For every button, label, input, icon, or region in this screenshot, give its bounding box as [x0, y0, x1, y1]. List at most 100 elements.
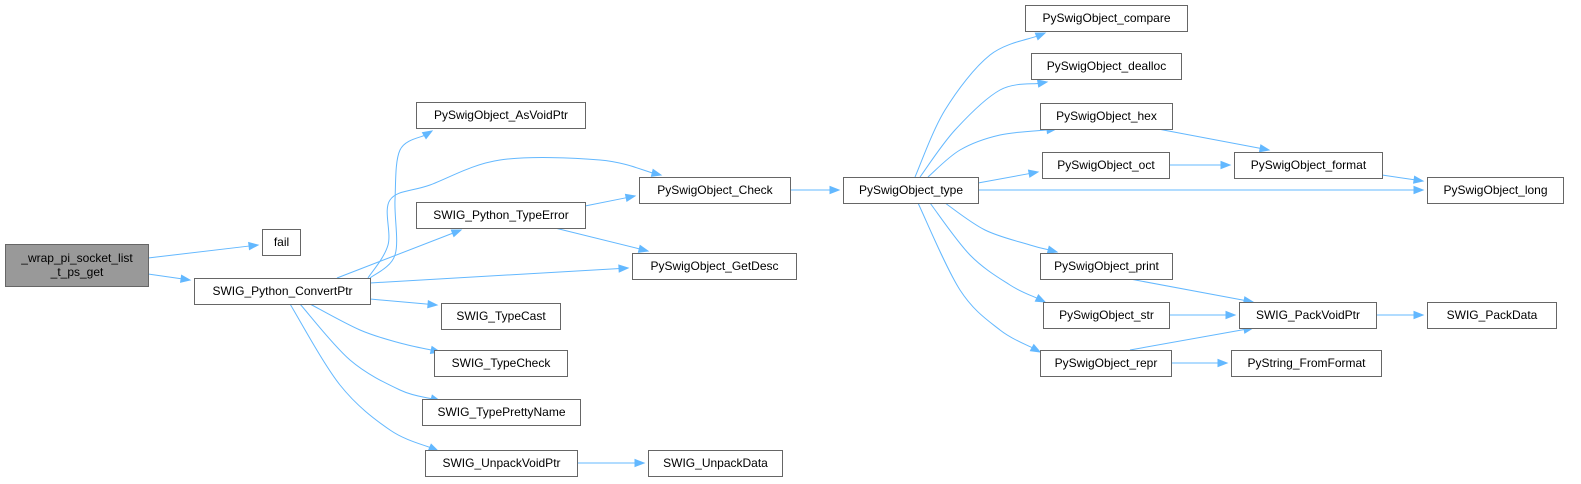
node-box — [1427, 302, 1557, 329]
edge-convertptr-to-typeerror — [336, 229, 463, 279]
edge-line — [554, 227, 641, 250]
node-label: SWIG_UnpackData — [663, 456, 768, 470]
node-typeerror[interactable]: SWIG_Python_TypeError — [416, 202, 586, 229]
node-box — [5, 244, 149, 287]
edge-convertptr-to-asvoidptr — [369, 130, 434, 279]
node-unpackvoidptr[interactable]: SWIG_UnpackVoidPtr — [425, 450, 578, 477]
node-typecheck[interactable]: SWIG_TypeCheck — [434, 350, 568, 377]
node-str[interactable]: PySwigObject_str — [1043, 302, 1170, 329]
edge-arrowhead — [1036, 79, 1049, 88]
node-check[interactable]: PySwigObject_Check — [639, 177, 791, 204]
edge-hex-to-format — [1157, 128, 1271, 153]
node-box — [1239, 302, 1377, 329]
edges-layer — [147, 32, 1425, 468]
node-box — [1040, 253, 1173, 280]
node-dealloc[interactable]: PySwigObject_dealloc — [1031, 53, 1182, 80]
edge-line — [299, 303, 433, 400]
node-repr[interactable]: PySwigObject_repr — [1040, 350, 1172, 377]
edge-convertptr-to-unpackvoidptr — [289, 303, 440, 452]
node-label: SWIG_TypeCast — [456, 309, 546, 323]
node-label: PySwigObject_compare — [1042, 11, 1170, 25]
node-label: _wrap_pi_socket_list — [20, 251, 133, 265]
edge-line — [584, 197, 628, 207]
edge-arrowhead — [1029, 343, 1042, 353]
edge-arrowhead — [1413, 185, 1425, 195]
node-unpackdata[interactable]: SWIG_UnpackData — [648, 450, 783, 477]
node-label: PySwigObject_AsVoidPtr — [434, 108, 568, 122]
node-box — [648, 450, 783, 477]
node-type[interactable]: PySwigObject_type — [843, 177, 979, 204]
edge-arrowhead — [624, 193, 637, 203]
edge-oct-to-format — [1169, 160, 1232, 170]
node-typeprettyname[interactable]: SWIG_TypePrettyName — [422, 399, 581, 426]
node-root: _wrap_pi_socket_list_t_ps_get — [5, 244, 149, 287]
edge-line — [914, 35, 1038, 178]
node-label: SWIG_Python_ConvertPtr — [212, 284, 352, 298]
node-box — [416, 102, 586, 129]
edge-arrowhead — [421, 130, 434, 140]
node-hex[interactable]: PySwigObject_hex — [1040, 103, 1173, 130]
node-box — [1025, 5, 1188, 32]
node-compare[interactable]: PySwigObject_compare — [1025, 5, 1188, 32]
edge-line — [917, 202, 1034, 349]
node-long[interactable]: PySwigObject_long — [1427, 177, 1564, 204]
edge-line — [369, 134, 426, 279]
edge-str-to-packvoidptr — [1169, 310, 1237, 320]
node-print[interactable]: PySwigObject_print — [1040, 253, 1173, 280]
edge-line — [919, 82, 1040, 178]
node-packvoidptr[interactable]: SWIG_PackVoidPtr — [1239, 302, 1377, 329]
edge-arrowhead — [450, 229, 463, 238]
node-box — [1040, 350, 1172, 377]
edge-arrowhead — [650, 168, 663, 177]
edge-typeerror-to-check — [584, 193, 637, 207]
edge-line — [336, 232, 454, 279]
node-box — [1427, 177, 1564, 204]
edge-type-to-str — [929, 202, 1047, 303]
node-label: _t_ps_get — [50, 265, 104, 279]
node-label: SWIG_TypePrettyName — [437, 405, 565, 419]
node-fromformat[interactable]: PyString_FromFormat — [1231, 350, 1382, 377]
node-box — [632, 253, 797, 280]
edge-arrowhead — [1046, 245, 1059, 254]
edge-line — [1157, 128, 1262, 150]
edge-line — [1129, 328, 1246, 351]
node-box — [1040, 103, 1173, 130]
edge-type-to-long — [978, 185, 1425, 195]
node-label: SWIG_TypeCheck — [452, 356, 552, 370]
edge-convertptr-to-typecheck — [309, 303, 442, 355]
edge-arrowhead — [248, 241, 260, 251]
node-label: PySwigObject_GetDesc — [650, 259, 778, 273]
edge-type-to-compare — [914, 32, 1047, 178]
edge-format-to-long — [1381, 174, 1425, 184]
node-oct[interactable]: PySwigObject_oct — [1042, 152, 1170, 179]
node-box — [425, 450, 578, 477]
edge-line — [929, 202, 1039, 299]
node-label: SWIG_Python_TypeError — [433, 208, 568, 222]
edge-type-to-dealloc — [919, 79, 1049, 178]
node-format[interactable]: PySwigObject_format — [1234, 152, 1383, 179]
edge-typeerror-to-getdesc — [554, 227, 650, 253]
edge-arrowhead — [1034, 294, 1047, 303]
node-box — [1042, 152, 1170, 179]
edge-arrowhead — [1034, 32, 1047, 41]
node-label: PySwigObject_Check — [657, 183, 773, 197]
edge-line — [944, 202, 1050, 251]
node-label: PySwigObject_repr — [1055, 356, 1158, 370]
node-packdata[interactable]: SWIG_PackData — [1427, 302, 1557, 329]
edge-arrowhead — [637, 244, 650, 253]
node-box — [194, 278, 371, 305]
node-getdesc[interactable]: PySwigObject_GetDesc — [632, 253, 797, 280]
edge-arrowhead — [618, 264, 630, 273]
edge-line — [289, 303, 431, 449]
node-label: PySwigObject_str — [1059, 308, 1154, 322]
node-asvoidptr[interactable]: PySwigObject_AsVoidPtr — [416, 102, 586, 129]
node-box — [262, 229, 301, 256]
node-typecast[interactable]: SWIG_TypeCast — [441, 303, 561, 330]
edge-line — [369, 298, 430, 305]
edge-arrowhead — [634, 458, 646, 468]
edge-type-to-repr — [917, 202, 1042, 353]
node-convertptr[interactable]: SWIG_Python_ConvertPtr — [194, 278, 371, 305]
edge-arrowhead — [1217, 358, 1229, 368]
node-fail[interactable]: fail — [262, 229, 301, 256]
